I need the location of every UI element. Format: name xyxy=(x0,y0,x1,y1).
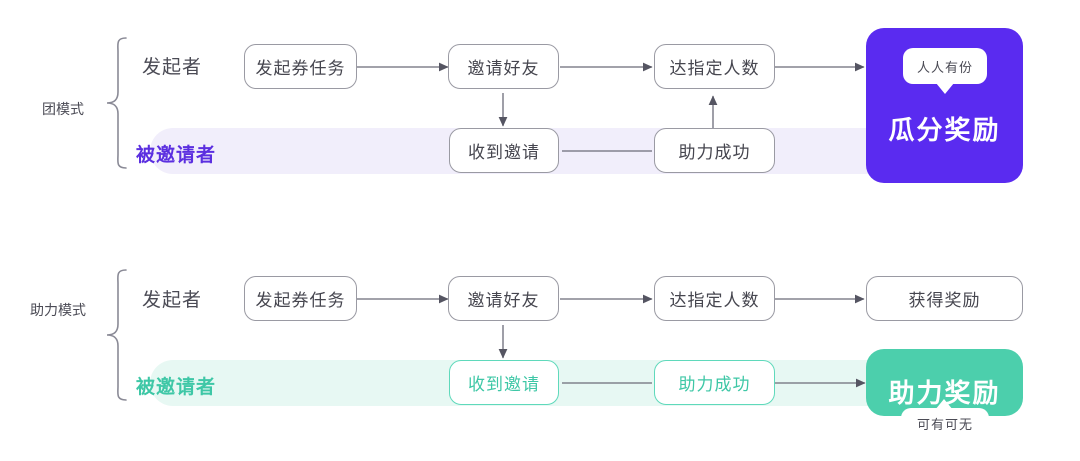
role-label-initiator-assist: 发起者 xyxy=(142,290,203,311)
node-label: 助力成功 xyxy=(678,143,751,162)
badge-label: 人人有份 xyxy=(916,59,973,75)
node-invite-friends-group[interactable]: 邀请好友 xyxy=(448,44,559,89)
mode-label-group: 团模式 xyxy=(42,101,84,117)
badge-label: 可有可无 xyxy=(916,416,973,432)
badge-bubble-tail-up-icon xyxy=(935,399,953,410)
mode-label-assist: 助力模式 xyxy=(30,302,86,318)
connectors-assist-mode xyxy=(357,294,866,388)
badge-bubble-everyone-shares: 人人有份 xyxy=(903,48,987,84)
node-assist-success-group[interactable]: 助力成功 xyxy=(654,128,775,173)
node-reach-target-group[interactable]: 达指定人数 xyxy=(654,44,775,89)
node-label: 达指定人数 xyxy=(669,59,760,78)
node-label: 达指定人数 xyxy=(669,291,760,310)
role-label-invitee-group: 被邀请者 xyxy=(136,145,217,166)
role-label-invitee-assist: 被邀请者 xyxy=(136,377,217,398)
brace-assist-mode xyxy=(106,269,127,401)
badge-bubble-tail-down-icon xyxy=(936,83,954,94)
node-label: 发起券任务 xyxy=(255,59,346,78)
connectors-group-mode xyxy=(357,62,865,152)
node-label: 助力成功 xyxy=(678,375,751,394)
reward-card-title: 瓜分奖励 xyxy=(888,115,1001,145)
reward-card-split[interactable]: 人人有份 瓜分奖励 xyxy=(866,28,1023,183)
node-label: 邀请好友 xyxy=(467,59,540,78)
brace-group-mode xyxy=(106,37,127,169)
node-reach-target-assist[interactable]: 达指定人数 xyxy=(654,276,775,321)
badge-bubble-optional: 可有可无 xyxy=(901,408,989,438)
node-label: 邀请好友 xyxy=(467,291,540,310)
node-receive-invite-assist[interactable]: 收到邀请 xyxy=(449,360,559,405)
node-label: 收到邀请 xyxy=(468,375,540,394)
node-label: 收到邀请 xyxy=(468,143,540,162)
node-label: 发起券任务 xyxy=(255,291,346,310)
node-assist-success-assist[interactable]: 助力成功 xyxy=(654,360,775,405)
node-label: 获得奖励 xyxy=(908,291,981,310)
node-get-reward-assist[interactable]: 获得奖励 xyxy=(866,276,1023,321)
node-create-task-group[interactable]: 发起券任务 xyxy=(244,44,357,89)
node-receive-invite-group[interactable]: 收到邀请 xyxy=(449,128,559,173)
role-label-initiator-group: 发起者 xyxy=(142,57,203,78)
node-create-task-assist[interactable]: 发起券任务 xyxy=(244,276,357,321)
node-invite-friends-assist[interactable]: 邀请好友 xyxy=(448,276,559,321)
